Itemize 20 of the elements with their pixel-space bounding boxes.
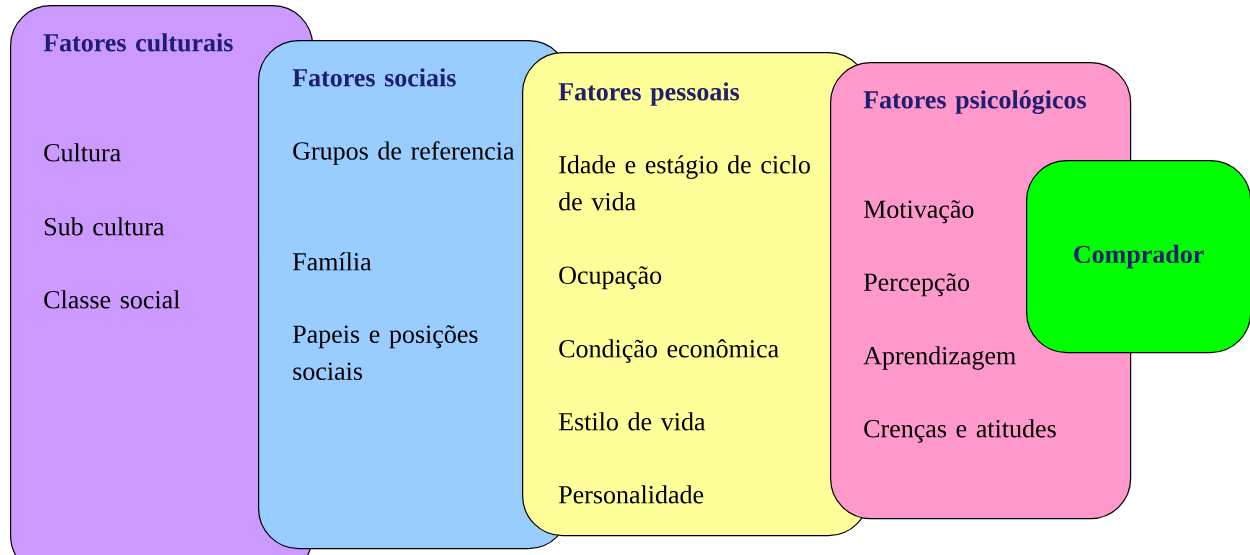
- list-item: Grupos de referencia: [293, 141, 515, 166]
- list-item: Condição econômica: [559, 339, 779, 363]
- heading: Fatores pessoais: [558, 82, 740, 106]
- list-item: Papeis e posições sociais: [292, 325, 478, 380]
- list-item: Sub cultura: [44, 217, 165, 236]
- list-item: Estilo de vida: [558, 412, 706, 431]
- list-item: Ocupação: [559, 266, 662, 290]
- list-item: Crenças e atitudes: [864, 419, 1056, 443]
- list-item: Aprendizagem: [863, 346, 1016, 370]
- list-item: Personalidade: [558, 485, 704, 504]
- list-item: Idade e estágio de ciclo de vida: [559, 155, 810, 211]
- list-item: Motivação: [863, 200, 974, 224]
- list-item: Percepção: [863, 273, 970, 297]
- list-item: Cultura: [44, 143, 121, 162]
- heading: Fatores psicológicos: [863, 90, 1086, 114]
- list-item: Classe social: [44, 290, 180, 309]
- heading: Fatores sociais: [292, 68, 456, 87]
- list-item: Família: [292, 252, 372, 271]
- heading: Comprador: [1074, 244, 1204, 269]
- heading: Fatores culturais: [43, 33, 233, 52]
